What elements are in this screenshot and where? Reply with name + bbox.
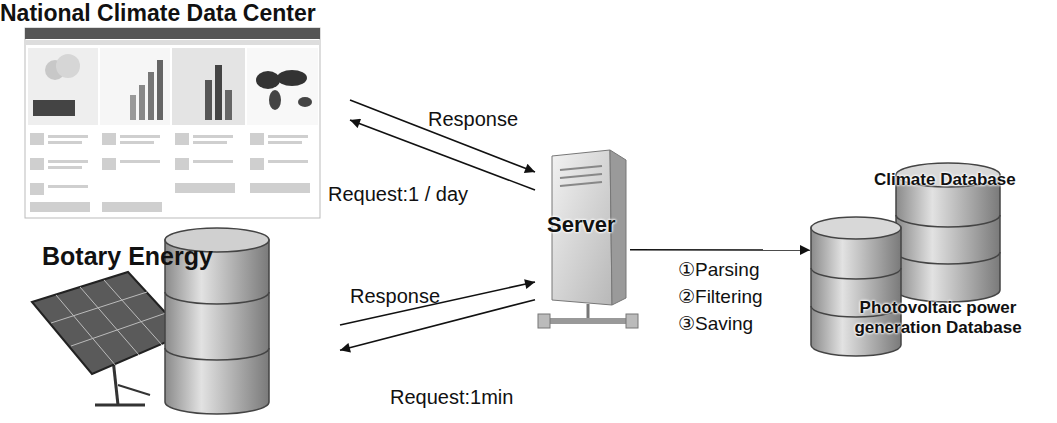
- row-icon: [102, 133, 116, 145]
- row-icon: [30, 183, 44, 195]
- row-line: [48, 166, 82, 169]
- cylinder-body: [811, 228, 901, 356]
- bar-icon: [148, 72, 154, 120]
- row-line: [48, 160, 88, 163]
- cylinder-band: [165, 292, 269, 304]
- network-port: [538, 314, 550, 328]
- bar-icon: [139, 85, 145, 120]
- cylinder-band: [165, 348, 269, 360]
- panel-grid: [104, 280, 162, 345]
- node-heading: Server: [547, 212, 616, 237]
- network-port: [626, 314, 638, 328]
- screenshot-frame: [25, 28, 320, 218]
- arrow-connector: [340, 282, 535, 325]
- row-box: [175, 183, 235, 193]
- bar-icon: [205, 80, 212, 120]
- server-slot: [560, 182, 602, 186]
- node-heading: Climate Database: [874, 170, 1016, 190]
- row-line: [120, 135, 160, 138]
- edge-label: Request:1 / day: [328, 181, 468, 208]
- server-slot: [560, 166, 602, 170]
- website-screenshot: [25, 28, 320, 218]
- screenshot-rows: [30, 133, 310, 212]
- website-node: National Climate Data Center: [0, 0, 350, 220]
- map-blob: [256, 71, 280, 89]
- map-blob: [277, 70, 307, 86]
- row-line: [268, 135, 308, 138]
- node-heading: Photovoltaic power generation Database: [832, 298, 1044, 337]
- row-box: [102, 202, 162, 212]
- solar-panel: [32, 272, 185, 405]
- row-line: [268, 160, 308, 163]
- network-cable: [587, 304, 590, 318]
- node-heading: National Climate Data Center: [0, 0, 316, 26]
- row-line: [193, 141, 227, 144]
- row-icon: [102, 158, 116, 170]
- panel-grid: [56, 295, 116, 366]
- database-node: Photovoltaic power generation Database: [810, 210, 1050, 350]
- server-icon: [538, 150, 638, 328]
- screenshot-panel: [172, 48, 245, 125]
- arrow-connector: [350, 120, 535, 190]
- row-line: [193, 160, 233, 163]
- cylinder-body: [896, 175, 1000, 302]
- arrow-connector: [630, 249, 810, 251]
- row-line: [120, 160, 160, 163]
- map-blob: [298, 97, 312, 107]
- screenshot-nav: [25, 40, 320, 45]
- screenshot-button: [33, 100, 75, 116]
- cylinder-band: [811, 268, 901, 279]
- network-bar: [548, 318, 628, 324]
- panel-stand: [118, 385, 150, 395]
- server-node: Server: [535, 148, 630, 333]
- edge-label: Response: [428, 106, 518, 133]
- row-line: [120, 141, 154, 144]
- row-icon: [250, 133, 264, 145]
- row-line: [48, 185, 88, 188]
- bar-icon: [130, 95, 136, 120]
- row-icon: [30, 158, 44, 170]
- map-blob: [269, 90, 281, 110]
- cylinder-band: [896, 215, 1000, 227]
- panel-grid: [80, 287, 139, 355]
- screenshot-panel: [247, 48, 318, 125]
- bar-icon: [157, 60, 163, 120]
- cylinder-top: [811, 217, 901, 239]
- panel-surface: [32, 272, 185, 374]
- database-node: Climate Database: [870, 165, 1050, 300]
- row-line: [193, 135, 233, 138]
- row-line: [268, 141, 302, 144]
- row-icon: [30, 133, 44, 145]
- arrow-connector: [350, 100, 535, 172]
- bar-icon: [215, 65, 222, 120]
- panel-grid: [51, 292, 147, 323]
- node-heading: Botary Energy: [42, 242, 213, 271]
- bar-icon: [225, 90, 232, 120]
- row-icon: [175, 158, 189, 170]
- edge-label: ①Parsing ②Filtering ③Saving: [678, 256, 796, 337]
- energy-node: Botary Energy: [25, 230, 340, 415]
- row-icon: [250, 158, 264, 170]
- screenshot-panel: [28, 48, 98, 125]
- row-box: [250, 183, 310, 193]
- edge-label: Request:1min: [390, 384, 513, 411]
- edge-label: Response: [350, 283, 440, 310]
- panel-stand: [95, 404, 145, 407]
- server-slot: [560, 174, 602, 178]
- screenshot-panel: [100, 48, 170, 125]
- row-line: [48, 141, 82, 144]
- row-line: [48, 135, 88, 138]
- cylinder-band: [896, 252, 1000, 264]
- arrow-connector: [340, 300, 535, 351]
- screenshot-header: [25, 28, 320, 39]
- cloud-icon: [56, 54, 80, 78]
- row-icon: [175, 133, 189, 145]
- row-box: [30, 202, 90, 212]
